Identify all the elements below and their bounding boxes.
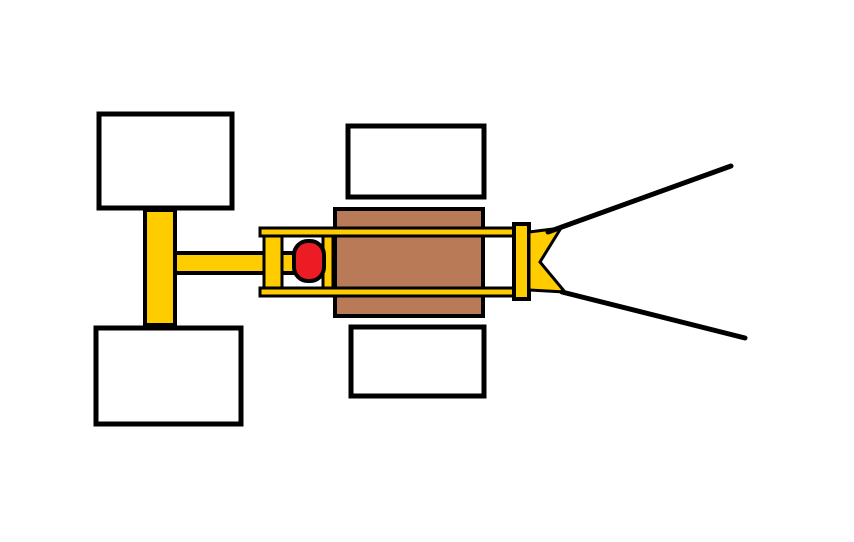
rear-right-wheel xyxy=(93,325,244,427)
rear-left-wheel xyxy=(96,111,235,211)
rear-axle xyxy=(143,208,177,327)
front-tine-upper xyxy=(545,163,734,235)
frame-rail-bottom xyxy=(258,286,520,298)
front-right-wheel xyxy=(348,324,487,399)
engine-block xyxy=(333,207,485,318)
coupling-part xyxy=(292,239,326,283)
frame-rail-top xyxy=(258,226,520,238)
frame-rear-post xyxy=(262,234,284,290)
front-left-wheel xyxy=(345,123,487,200)
front-cross-member xyxy=(512,222,531,301)
front-tine-lower xyxy=(559,289,748,341)
